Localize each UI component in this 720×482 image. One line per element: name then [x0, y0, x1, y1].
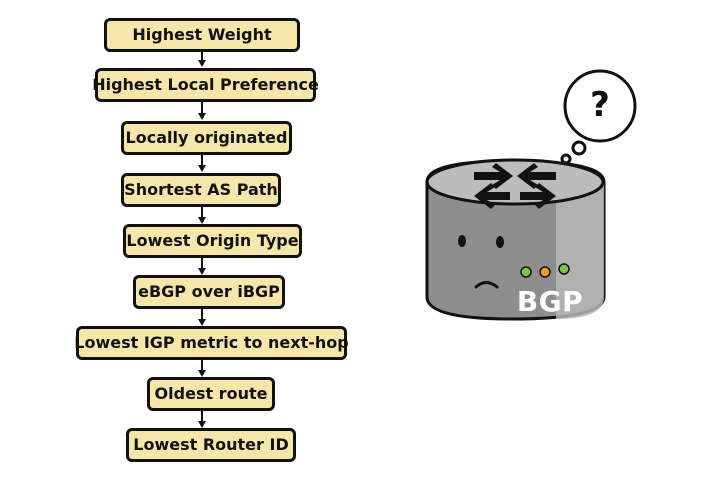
flow-step-label: Highest Weight	[132, 25, 272, 44]
arrowhead-3	[198, 165, 206, 172]
connector-1	[201, 52, 203, 62]
flow-step-shortest-as-path: Shortest AS Path	[121, 173, 281, 207]
led-middle-icon	[539, 266, 551, 278]
connector-5	[201, 258, 203, 270]
thought-bubble-icon	[563, 69, 637, 143]
thought-dot-small-icon	[560, 153, 572, 165]
flow-step-locally-originated: Locally originated	[121, 121, 292, 155]
flow-step-highest-local-preference: Highest Local Preference	[92, 68, 319, 102]
arrowhead-1	[198, 60, 206, 67]
flow-step-label: Oldest route	[154, 384, 268, 403]
router-top-icon	[425, 158, 605, 206]
led-left-icon	[520, 266, 532, 278]
connector-4	[201, 207, 203, 219]
arrowhead-5	[198, 268, 206, 275]
flow-step-label: Lowest IGP metric to next-hop	[74, 333, 349, 352]
led-right-icon	[558, 263, 570, 275]
flow-step-highest-weight: Highest Weight	[104, 18, 300, 52]
thought-dot-large-icon	[571, 140, 587, 156]
flow-step-label: Lowest Router ID	[133, 435, 289, 454]
flow-step-lowest-origin-type: Lowest Origin Type	[123, 224, 302, 258]
connector-8	[201, 411, 203, 423]
arrowhead-8	[198, 421, 206, 428]
router-eye-left-icon	[458, 235, 466, 247]
connector-7	[201, 360, 203, 372]
router-arrows-icon	[474, 163, 556, 209]
connector-6	[201, 309, 203, 321]
arrowhead-2	[198, 113, 206, 120]
arrowhead-6	[198, 319, 206, 326]
flow-step-label: Locally originated	[125, 128, 288, 147]
router-mouth-icon	[474, 281, 499, 289]
flow-step-label: eBGP over iBGP	[138, 282, 280, 301]
flow-step-lowest-router-id: Lowest Router ID	[126, 428, 296, 462]
arrowhead-7	[198, 370, 206, 377]
connector-3	[201, 155, 203, 167]
router-shading-icon	[556, 182, 604, 319]
arrowhead-4	[198, 217, 206, 224]
flow-step-label: Highest Local Preference	[92, 75, 319, 94]
flow-step-ebgp-over-ibgp: eBGP over iBGP	[133, 275, 285, 309]
connector-2	[201, 102, 203, 115]
flow-step-label: Shortest AS Path	[124, 180, 278, 199]
router-eye-right-icon	[496, 236, 504, 248]
flow-step-oldest-route: Oldest route	[147, 377, 275, 411]
flow-step-lowest-igp-metric: Lowest IGP metric to next-hop	[74, 326, 349, 360]
flow-step-label: Lowest Origin Type	[126, 231, 299, 250]
